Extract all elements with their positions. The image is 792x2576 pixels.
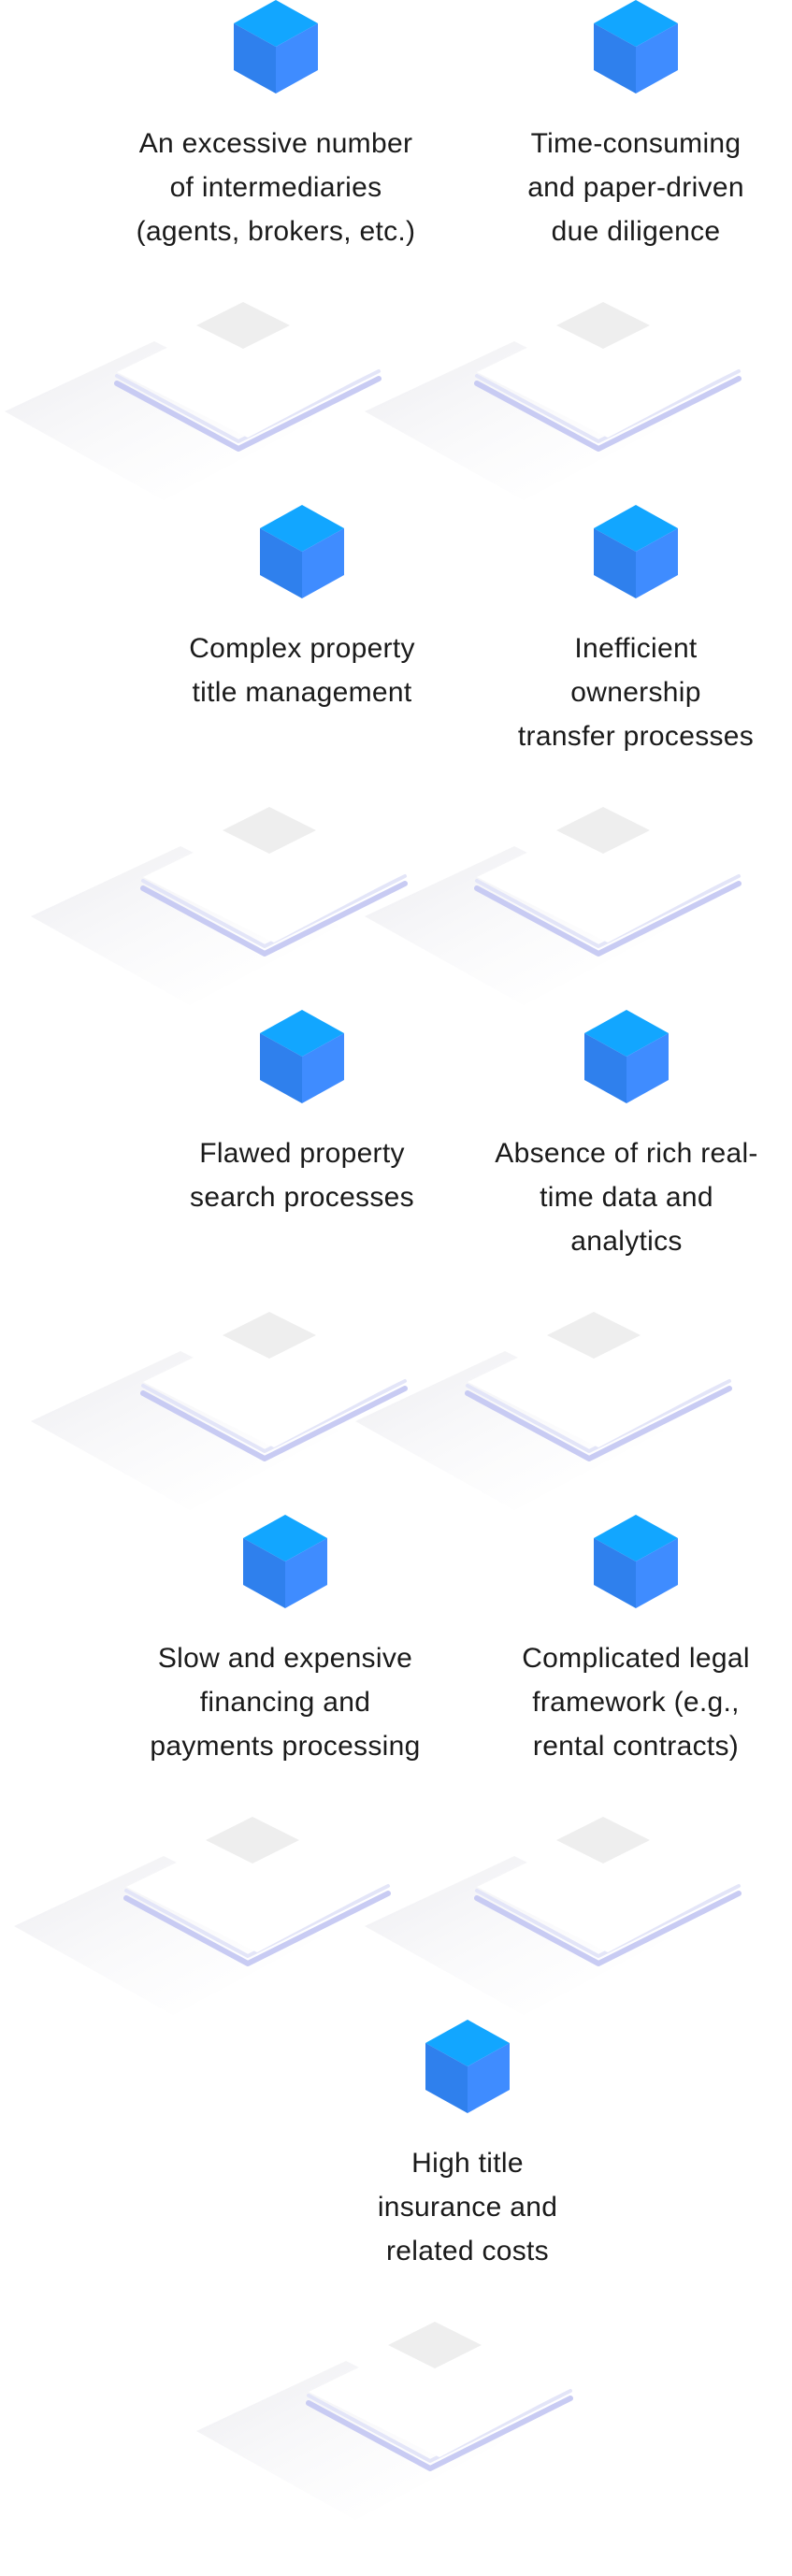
platform-graphic bbox=[365, 1805, 757, 2029]
cube-icon bbox=[594, 0, 678, 94]
cube-icon bbox=[260, 505, 344, 598]
cube-icon bbox=[584, 1010, 669, 1103]
cube-icon bbox=[594, 505, 678, 598]
platform-graphic bbox=[31, 1300, 424, 1524]
cube-icon bbox=[234, 0, 318, 94]
cube-icon bbox=[243, 1515, 327, 1608]
platform-graphic bbox=[365, 290, 757, 514]
platform-graphic bbox=[365, 795, 757, 1019]
cube-icon bbox=[425, 2020, 510, 2113]
cube-icon bbox=[260, 1010, 344, 1103]
platform-graphic bbox=[196, 2310, 589, 2534]
platform-graphic bbox=[14, 1805, 407, 2029]
platform-graphic bbox=[355, 1300, 748, 1524]
cube-icon bbox=[594, 1515, 678, 1608]
platform-graphic bbox=[31, 795, 424, 1019]
platform-graphic bbox=[5, 290, 397, 514]
